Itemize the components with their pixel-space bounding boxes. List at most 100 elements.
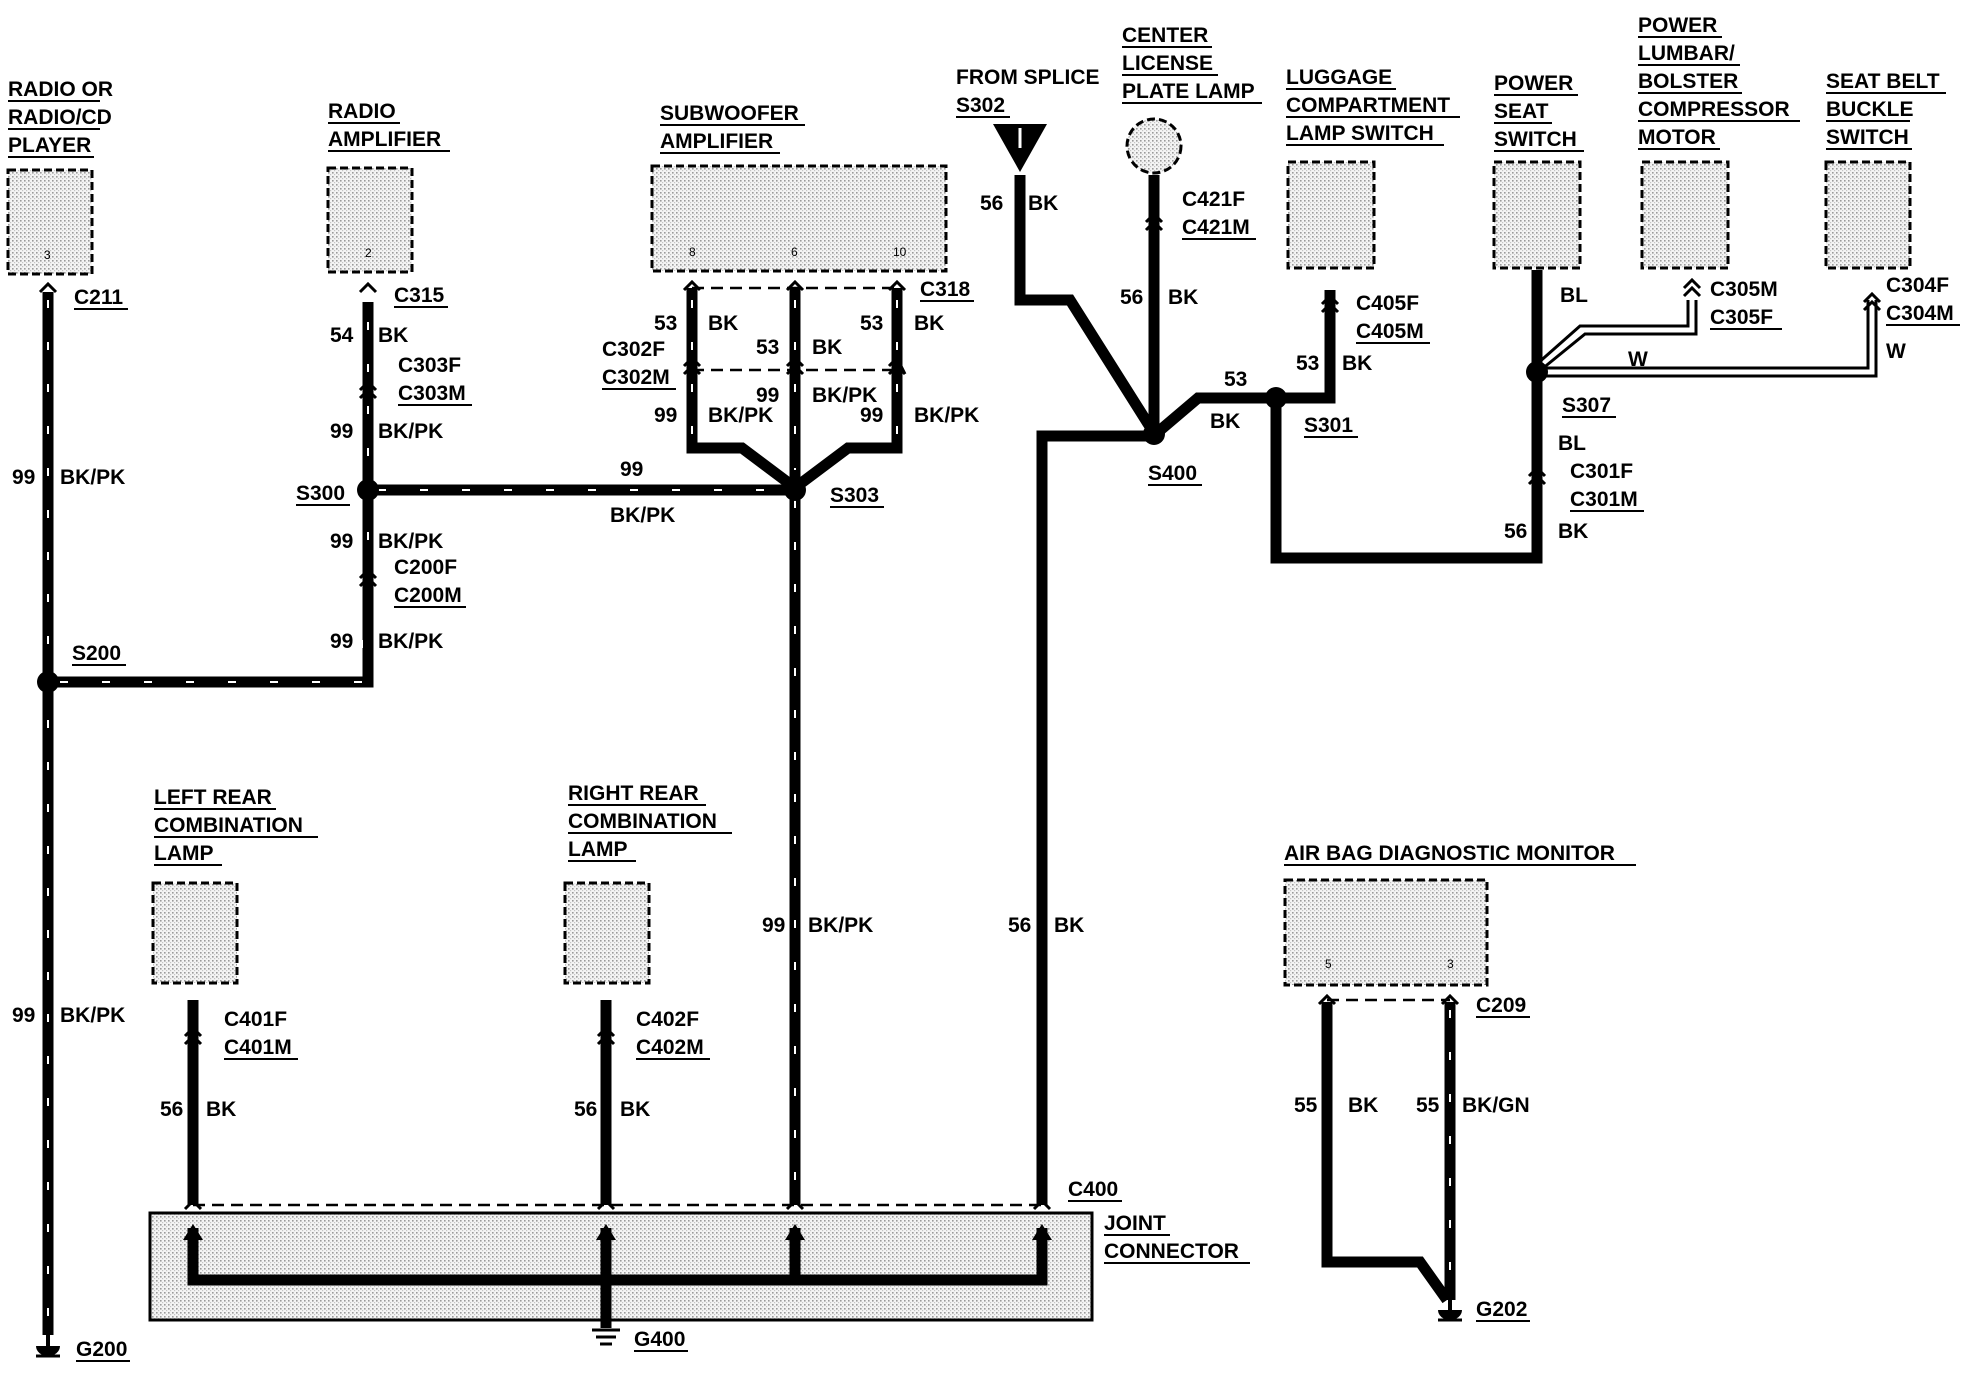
label-radio-amplifier: RADIO AMPLIFIER bbox=[328, 100, 450, 152]
seat-belt-switch-box bbox=[1824, 160, 1912, 270]
svg-text:56: 56 bbox=[980, 192, 1003, 215]
svg-text:CENTER: CENTER bbox=[1122, 24, 1208, 47]
svg-text:C209: C209 bbox=[1476, 994, 1526, 1017]
ground-symbol-g202 bbox=[1438, 1300, 1462, 1322]
svg-text:99: 99 bbox=[12, 466, 35, 489]
svg-text:BK/PK: BK/PK bbox=[610, 504, 675, 527]
joint-connector-bus bbox=[187, 1228, 1048, 1286]
svg-text:C302M: C302M bbox=[602, 366, 670, 389]
wire-w-seatbelt bbox=[1545, 300, 1870, 370]
wire-s400-jc bbox=[1036, 430, 1150, 1205]
svg-text:BK: BK bbox=[1210, 410, 1240, 433]
svg-text:C305F: C305F bbox=[1710, 306, 1773, 329]
label-right-rear-lamp: RIGHT REAR COMBINATION LAMP bbox=[568, 782, 732, 862]
label-joint-connector: JOINT CONNECTOR bbox=[1104, 1212, 1250, 1264]
svg-text:LAMP: LAMP bbox=[154, 842, 214, 865]
svg-text:BK/PK: BK/PK bbox=[378, 530, 443, 553]
svg-text:BK: BK bbox=[1028, 192, 1058, 215]
svg-text:C302F: C302F bbox=[602, 338, 665, 361]
svg-text:BK/PK: BK/PK bbox=[808, 914, 873, 937]
svg-text:C405M: C405M bbox=[1356, 320, 1424, 343]
svg-text:C304M: C304M bbox=[1886, 302, 1954, 325]
radio-amplifier-pin: 2 bbox=[365, 246, 372, 260]
svg-text:C318: C318 bbox=[920, 278, 971, 301]
svg-text:SEAT: SEAT bbox=[1494, 100, 1549, 123]
ground-symbol-g400 bbox=[592, 1328, 620, 1346]
svg-text:BK/PK: BK/PK bbox=[60, 466, 125, 489]
connector-labels: C211 C315 C318 C303F C303M C302F C302M C… bbox=[74, 188, 1960, 1202]
svg-text:99: 99 bbox=[860, 404, 883, 427]
svg-text:BK/PK: BK/PK bbox=[378, 420, 443, 443]
svg-text:BL: BL bbox=[1558, 432, 1586, 455]
splice-s303 bbox=[784, 479, 806, 501]
svg-text:S307: S307 bbox=[1562, 394, 1611, 417]
splice-s300 bbox=[357, 479, 379, 501]
connector-symbols bbox=[38, 211, 1882, 1211]
svg-text:99: 99 bbox=[330, 530, 353, 553]
svg-text:BK: BK bbox=[914, 312, 944, 335]
svg-text:C401M: C401M bbox=[224, 1036, 292, 1059]
svg-text:53: 53 bbox=[860, 312, 883, 335]
svg-text:SUBWOOFER: SUBWOOFER bbox=[660, 102, 799, 125]
wire-s302-s400 bbox=[1014, 175, 1157, 433]
subwoofer-amplifier-box bbox=[650, 164, 948, 273]
svg-text:BK: BK bbox=[1168, 286, 1198, 309]
svg-text:LEFT REAR: LEFT REAR bbox=[154, 786, 272, 809]
svg-text:C402M: C402M bbox=[636, 1036, 704, 1059]
svg-text:S301: S301 bbox=[1304, 414, 1353, 437]
wire-airbag-bk bbox=[1321, 1002, 1452, 1304]
svg-text:LAMP: LAMP bbox=[568, 838, 628, 861]
svg-text:S300: S300 bbox=[296, 482, 345, 505]
svg-text:C200F: C200F bbox=[394, 556, 457, 579]
label-from-splice: FROM SPLICE S302 bbox=[956, 66, 1100, 118]
airbag-pin-b: 3 bbox=[1447, 957, 1454, 971]
radio-pin: 3 bbox=[44, 248, 51, 262]
svg-text:C402F: C402F bbox=[636, 1008, 699, 1031]
svg-text:AMPLIFIER: AMPLIFIER bbox=[328, 128, 441, 151]
svg-text:99: 99 bbox=[654, 404, 677, 427]
svg-text:S200: S200 bbox=[72, 642, 121, 665]
svg-text:99: 99 bbox=[620, 458, 643, 481]
svg-text:53: 53 bbox=[654, 312, 677, 335]
svg-text:BK: BK bbox=[1054, 914, 1084, 937]
svg-text:C421M: C421M bbox=[1182, 216, 1250, 239]
svg-text:C401F: C401F bbox=[224, 1008, 287, 1031]
svg-text:C303F: C303F bbox=[398, 354, 461, 377]
wire-luggage-s301 bbox=[1276, 290, 1336, 404]
svg-text:S400: S400 bbox=[1148, 462, 1197, 485]
svg-text:RIGHT REAR: RIGHT REAR bbox=[568, 782, 699, 805]
svg-text:99: 99 bbox=[12, 1004, 35, 1027]
svg-text:56: 56 bbox=[160, 1098, 183, 1121]
svg-text:G400: G400 bbox=[634, 1328, 685, 1351]
svg-text:C315: C315 bbox=[394, 284, 445, 307]
svg-text:BK: BK bbox=[1342, 352, 1372, 375]
airbag-pin-a: 5 bbox=[1325, 957, 1332, 971]
lumbar-motor-box bbox=[1640, 160, 1730, 270]
radio-box bbox=[6, 168, 94, 276]
left-rear-lamp-box bbox=[151, 881, 239, 985]
svg-text:COMBINATION: COMBINATION bbox=[568, 810, 717, 833]
svg-text:POWER: POWER bbox=[1494, 72, 1573, 95]
svg-text:54: 54 bbox=[330, 324, 354, 347]
svg-text:99: 99 bbox=[330, 420, 353, 443]
wire-s400-s301 bbox=[1154, 392, 1276, 437]
svg-text:C305M: C305M bbox=[1710, 278, 1778, 301]
joint-connector-box bbox=[148, 1211, 1094, 1322]
svg-text:POWER: POWER bbox=[1638, 14, 1717, 37]
subwoofer-pin-c: 10 bbox=[893, 245, 907, 259]
svg-text:G202: G202 bbox=[1476, 1298, 1527, 1321]
label-license-lamp: CENTER LICENSE PLATE LAMP bbox=[1122, 24, 1262, 104]
svg-text:99: 99 bbox=[330, 630, 353, 653]
splice-labels: S200 S300 S303 S400 S301 S307 bbox=[72, 394, 1616, 666]
svg-text:CONNECTOR: CONNECTOR bbox=[1104, 1240, 1239, 1263]
svg-text:BK: BK bbox=[378, 324, 408, 347]
airbag-monitor-box bbox=[1283, 878, 1489, 987]
svg-text:LAMP SWITCH: LAMP SWITCH bbox=[1286, 122, 1434, 145]
svg-text:C301M: C301M bbox=[1570, 488, 1638, 511]
svg-text:C303M: C303M bbox=[398, 382, 466, 405]
svg-text:PLAYER: PLAYER bbox=[8, 134, 91, 157]
svg-text:BOLSTER: BOLSTER bbox=[1638, 70, 1738, 93]
svg-text:BK/PK: BK/PK bbox=[378, 630, 443, 653]
svg-text:BK/PK: BK/PK bbox=[60, 1004, 125, 1027]
svg-text:G200: G200 bbox=[76, 1338, 127, 1361]
